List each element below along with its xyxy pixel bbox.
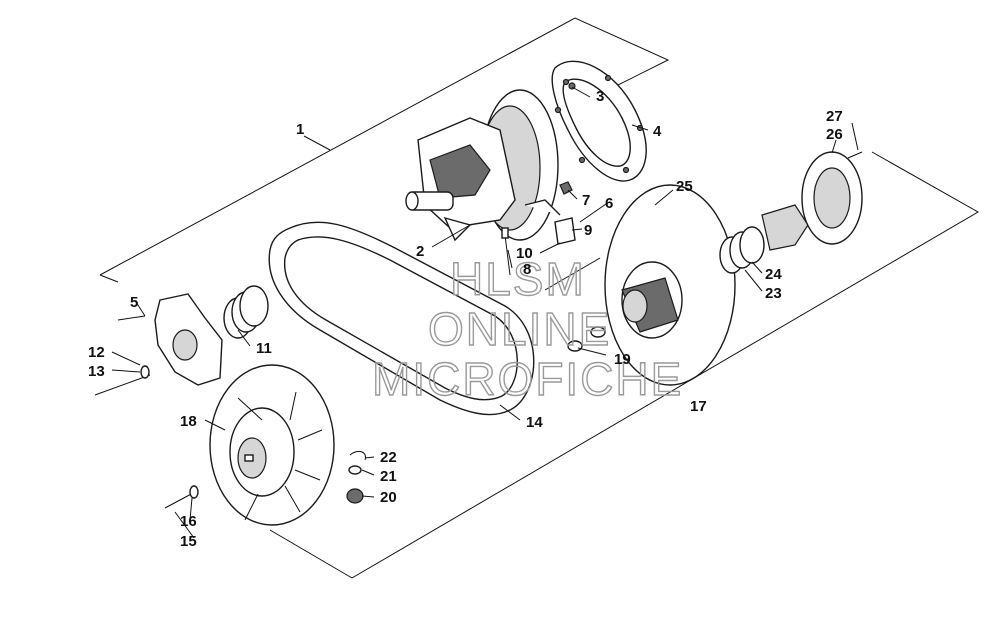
drive-spring	[223, 285, 269, 339]
callout-8: 8	[523, 261, 531, 278]
watermark-line-1: HLSM	[450, 253, 586, 305]
watermark: HLSM ONLINE MICROFICHE	[371, 252, 683, 405]
bolt-15-16	[164, 485, 199, 509]
callout-6: 6	[605, 195, 613, 212]
callout-20: 20	[380, 489, 397, 506]
callout-10: 10	[516, 245, 533, 262]
driven-spring	[719, 204, 809, 274]
assembly-17-bracket	[351, 151, 980, 579]
callout-5: 5	[130, 294, 138, 311]
callout-16: 16	[180, 513, 197, 530]
callout-4: 4	[653, 123, 662, 140]
washers-20-22	[346, 450, 367, 504]
callout-13: 13	[88, 363, 105, 380]
assembly-1-bracket-lower	[99, 274, 119, 283]
drive-clutch-assembly	[405, 89, 559, 242]
callouts: 1 2 3 4 5 6 7 8 9 10 11 12 13 14 15 16 1…	[88, 88, 843, 550]
watermark-line-3: MICROFICHE	[372, 353, 683, 405]
driven-cover	[801, 151, 863, 245]
leader-lines	[111, 86, 859, 539]
callout-22: 22	[380, 449, 397, 466]
callout-19: 19	[614, 351, 631, 368]
callout-17: 17	[690, 398, 707, 415]
callout-9: 9	[584, 222, 592, 239]
callout-2: 2	[416, 243, 424, 260]
callout-18: 18	[180, 413, 197, 430]
spider-plate	[94, 293, 223, 396]
driven-clutch-sheave	[604, 184, 736, 386]
callout-23: 23	[765, 285, 782, 302]
assembly-1-bracket-mid	[544, 257, 601, 291]
callout-21: 21	[380, 468, 397, 485]
assembly-17-bracket-left	[269, 529, 353, 579]
cover-plate	[551, 60, 647, 182]
callout-24: 24	[765, 266, 782, 283]
callout-14: 14	[526, 414, 543, 431]
callout-11: 11	[256, 340, 272, 357]
callout-3: 3	[596, 88, 604, 105]
fixed-sheave	[209, 364, 335, 526]
callout-26: 26	[826, 126, 843, 143]
callout-15: 15	[180, 533, 197, 550]
drive-belt	[268, 221, 535, 416]
callout-12: 12	[88, 344, 105, 361]
callout-7: 7	[582, 192, 590, 209]
callout-27: 27	[826, 108, 843, 125]
watermark-line-2: ONLINE	[428, 303, 611, 355]
callout-25: 25	[676, 178, 693, 195]
callout-1: 1	[296, 121, 304, 138]
small-parts-7-10	[501, 181, 576, 276]
